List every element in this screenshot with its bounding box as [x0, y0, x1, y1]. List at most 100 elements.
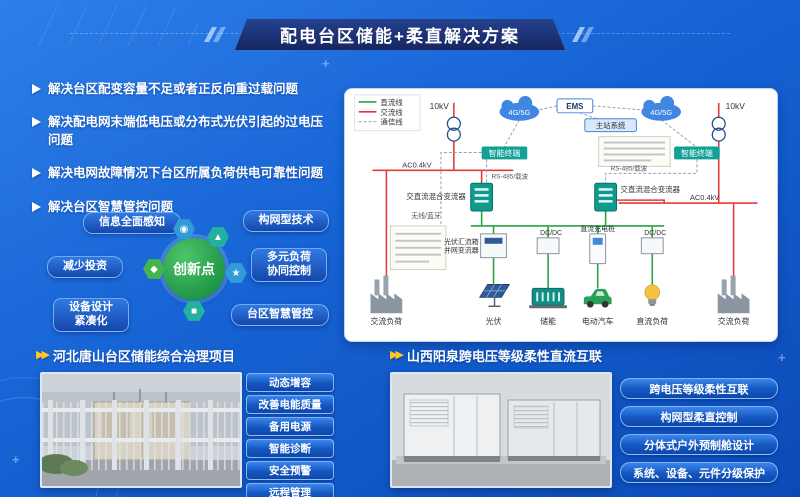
control-icon: ★: [225, 263, 247, 283]
ac-wiring: [372, 102, 758, 281]
smart-terminal-box-right: [674, 146, 720, 160]
kv-label-left: 10kV: [430, 101, 450, 111]
innovation-item: 台区智慧管控: [231, 304, 329, 326]
problem-text: 解决配电网末端低电压或分布式光伏引起的过电压问题: [48, 115, 324, 148]
problem-item: 解决电网故障情况下台区所属负荷供电可靠性问题: [32, 164, 334, 182]
note-box: [598, 136, 671, 167]
photo-right-illustration: [392, 374, 610, 486]
innovation-item: 构网型技术: [243, 210, 329, 232]
pv-converter-label-2: 并网变流器: [444, 246, 479, 255]
ems-label: EMS: [566, 102, 583, 111]
rs485-label-left: RS-485/载波: [492, 171, 529, 180]
note-box: [389, 225, 447, 271]
problem-text: 解决台区智慧管控问题: [48, 199, 174, 214]
problem-text: 解决台区配变容量不足或者正反向重过载问题: [48, 82, 299, 96]
dc-charger-device: [589, 233, 607, 265]
master-station-box: [584, 118, 637, 133]
grid-tech-icon: ▲: [207, 227, 229, 247]
decor-plus-icon: +: [778, 350, 786, 365]
feature-tag: 远程管理: [246, 483, 334, 497]
smart-terminal-box-left: [481, 146, 528, 160]
innovation-diagram: 信息全面感知 构网型技术 减少投资 多元负荷 协同控制 设备设计 紧凑化 台区智…: [35, 206, 335, 340]
feature-tag: 分体式户外预制舱设计: [620, 434, 778, 455]
ac-bus-label-left: AC0.4kV: [402, 160, 431, 169]
converter-label-left: 交直流混合变流器: [406, 191, 466, 201]
comm-wiring: [440, 105, 698, 224]
diagram-panel: 直流线 交流线 通信线: [344, 88, 778, 342]
system-diagram: 直流线 交流线 通信线: [354, 94, 758, 326]
diagram-legend: 直流线 交流线 通信线: [354, 94, 421, 132]
factory-icon-right: [717, 275, 750, 314]
wireless-label: 无线/蓝牙: [411, 211, 441, 220]
solar-panel-icon: [478, 284, 511, 308]
problem-list: 解决台区配变容量不足或者正反向重过载问题 解决配电网末端低电压或分布式光伏引起的…: [32, 80, 334, 216]
dc-wiring: [470, 211, 665, 289]
problem-item: 解决台区智慧管控问题: [32, 198, 334, 216]
double-arrow-icon: [36, 350, 47, 361]
legend-ac: 交流线: [380, 107, 403, 117]
cloud-label-left: 4G/5G: [508, 108, 530, 117]
transformer-icon-left: [446, 116, 461, 142]
problem-item: 解决台区配变容量不足或者正反向重过载问题: [32, 80, 334, 98]
decor-diagonal-lines: [28, 6, 198, 46]
kv-label-right: 10kV: [726, 101, 746, 111]
load-label: 交流负荷: [718, 316, 750, 326]
problem-text: 解决电网故障情况下台区所属负荷供电可靠性问题: [48, 166, 324, 181]
load-label: 交流负荷: [371, 316, 403, 326]
feature-list-left: 动态增容 改善电能质量 备用电源 智能诊断 安全预警 远程管理: [246, 373, 334, 497]
feature-tag: 动态增容: [246, 373, 334, 392]
feature-tag: 备用电源: [246, 417, 334, 436]
rs485-label-right: RS-485/载波: [611, 163, 648, 172]
feature-tag: 系统、设备、元件分级保护: [620, 462, 778, 483]
innovation-item: 减少投资: [47, 256, 123, 278]
project-title-text: 河北唐山台区储能综合治理项目: [52, 349, 235, 364]
load-label: 直流负荷: [636, 316, 668, 326]
banner-accent-icon: [572, 27, 585, 42]
smart-terminal-label-left: 智能终端: [489, 148, 521, 158]
innovation-item: 设备设计 紧凑化: [53, 298, 129, 332]
project-title-left: 河北唐山台区储能综合治理项目: [36, 346, 235, 365]
arrow-icon: [32, 117, 41, 128]
load-label: 储能: [540, 316, 556, 326]
light-bulb-icon: [644, 284, 661, 306]
electric-car-icon: [583, 288, 612, 308]
dcdc-label-right: DC/DC: [644, 230, 666, 237]
master-station-label: 主站系统: [596, 120, 626, 130]
project-title-right: 山西阳泉跨电压等级柔性直流互联: [390, 346, 602, 365]
perception-icon: ◉: [173, 219, 195, 239]
arrow-icon: [32, 201, 41, 212]
decor-plus-icon: +: [12, 452, 20, 467]
project-title-text: 山西阳泉跨电压等级柔性直流互联: [406, 349, 602, 364]
load-label: 光伏: [486, 316, 502, 326]
double-arrow-icon: [390, 350, 401, 361]
feature-tag: 安全预警: [246, 461, 334, 480]
hybrid-converter-right: [594, 182, 618, 212]
ems-box: [556, 98, 594, 114]
cloud-label-right: 4G/5G: [650, 108, 672, 117]
innovation-item: 信息全面感知: [83, 212, 181, 234]
feature-tag: 改善电能质量: [246, 395, 334, 414]
feature-list-right: 跨电压等级柔性互联 构网型柔直控制 分体式户外预制舱设计 系统、设备、元件分级保…: [620, 378, 778, 483]
arrow-icon: [32, 168, 41, 179]
load-label: 电动汽车: [582, 316, 614, 326]
feature-tag: 构网型柔直控制: [620, 406, 778, 427]
legend-dc: 直流线: [380, 97, 403, 107]
innovation-item: 多元负荷 协同控制: [251, 248, 327, 282]
ac-bus-label-right: AC0.4kV: [690, 193, 719, 202]
smart-terminal-label-right: 智能终端: [681, 148, 713, 158]
investment-icon: ◆: [143, 259, 165, 279]
cellular-cloud-icon-right: 4G/5G: [641, 95, 682, 121]
cellular-cloud-icon-left: 4G/5G: [499, 95, 540, 121]
legend-comm: 通信线: [380, 117, 403, 127]
feature-tag: 跨电压等级柔性互联: [620, 378, 778, 399]
device-icon: ■: [183, 301, 205, 321]
problem-item: 解决配电网末端低电压或分布式光伏引起的过电压问题: [32, 113, 334, 149]
photo-left-illustration: [42, 374, 240, 486]
project-photo-right: [390, 372, 612, 488]
page-title: 配电台区储能+柔直解决方案: [235, 19, 565, 50]
feature-tag: 智能诊断: [246, 439, 334, 458]
arrow-icon: [32, 84, 41, 94]
pv-converter-label-1: 光伏汇流箱: [444, 237, 479, 246]
transformer-icon-right: [711, 116, 726, 142]
